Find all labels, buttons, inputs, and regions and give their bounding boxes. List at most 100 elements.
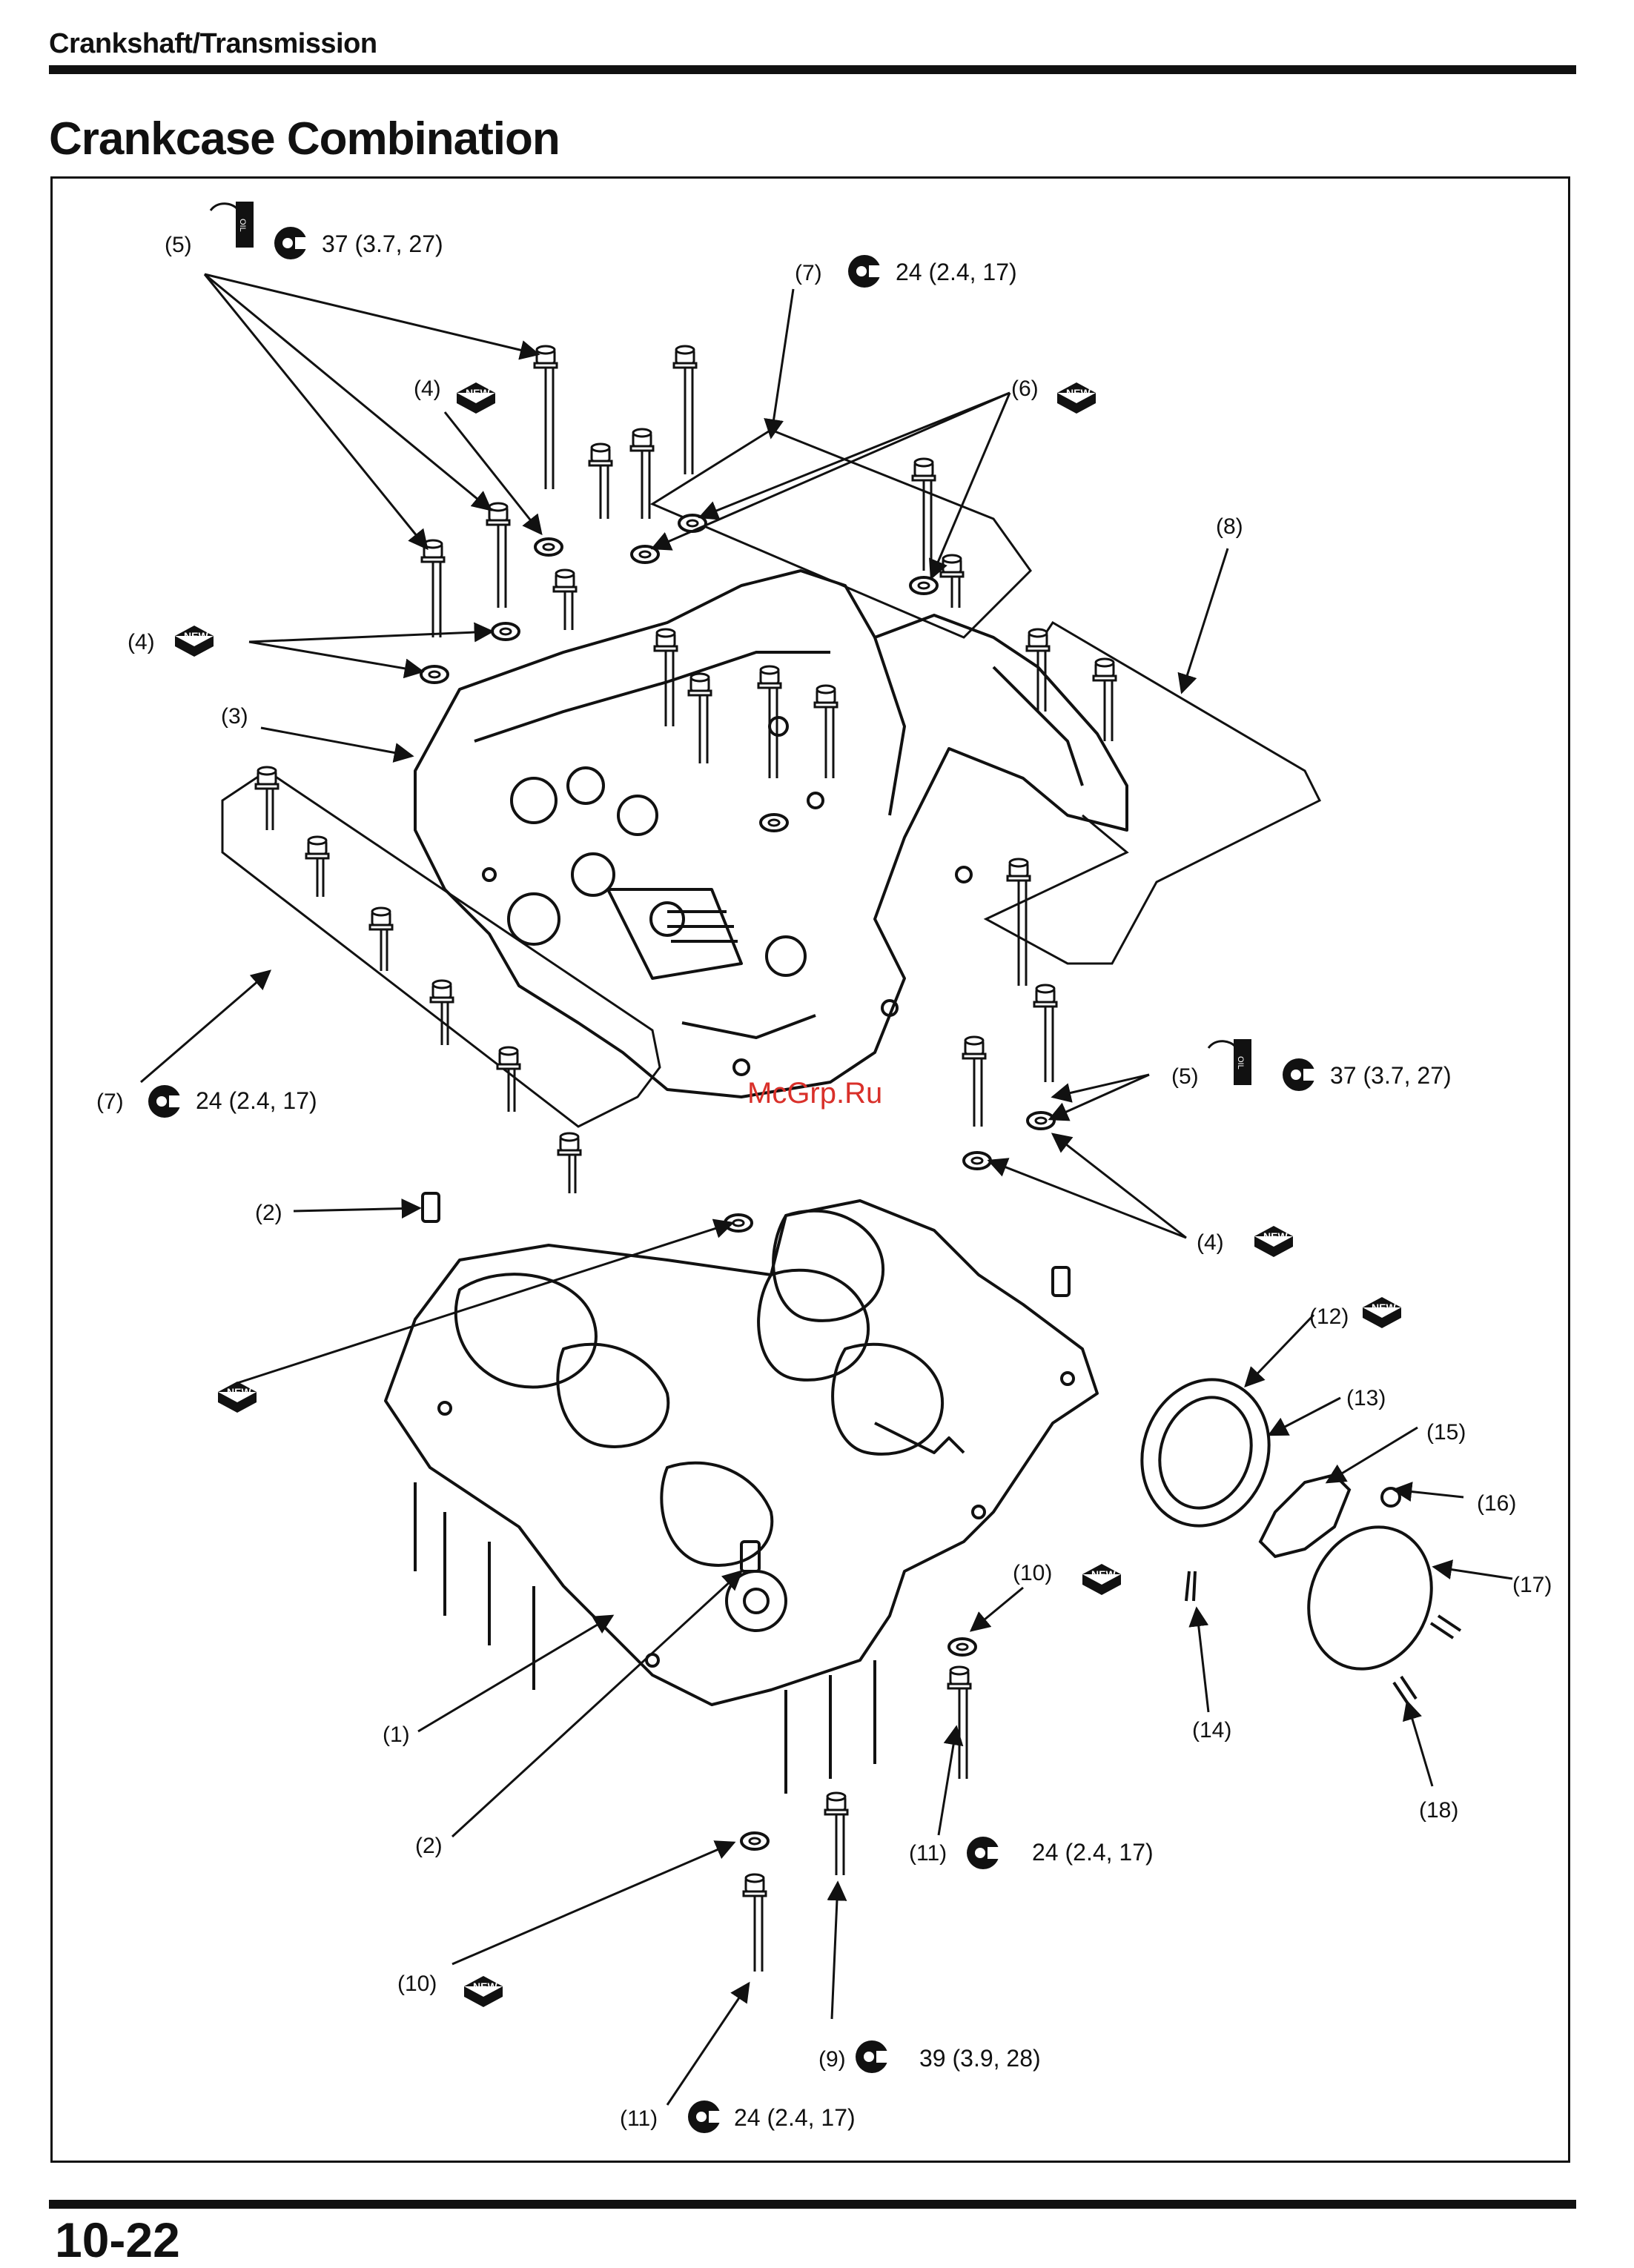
- diagram-frame: [50, 176, 1570, 2163]
- page-number: 10-22: [55, 2212, 180, 2267]
- bolt: [687, 672, 712, 763]
- callout-2: (2): [255, 1201, 282, 1225]
- callout-7: (7): [795, 261, 822, 285]
- bolt: [305, 835, 330, 897]
- callout-9: (9): [818, 2047, 846, 2072]
- washer: [534, 537, 563, 557]
- new-badge-text: NEW: [1372, 1302, 1396, 1313]
- bolt: [653, 628, 678, 726]
- bolt: [254, 766, 280, 830]
- outline-groups: [221, 428, 1322, 1128]
- bolt: [420, 539, 446, 637]
- bolt: [742, 1873, 767, 1972]
- callout-15: (15): [1426, 1420, 1466, 1445]
- bolt: [813, 684, 838, 778]
- callout-5: (5): [165, 233, 192, 257]
- oil-tags: OIL OIL: [209, 202, 1251, 1085]
- bolt: [486, 502, 511, 608]
- callout-2: (2): [415, 1834, 443, 1858]
- new-badges: NEW NEW NEW NEW NEW NEW NEW NEW: [175, 382, 1401, 2007]
- bolt: [629, 428, 655, 519]
- footer-rule: [49, 2200, 1576, 2209]
- bolt: [672, 345, 698, 474]
- oil-tag-text: OIL: [1236, 1056, 1245, 1070]
- bolt: [552, 568, 578, 630]
- oil-tag-text: OIL: [238, 219, 247, 232]
- callout-14: (14): [1192, 1718, 1231, 1743]
- new-badge-text: NEW: [466, 387, 490, 399]
- watermark: McGrp.Ru: [747, 1077, 882, 1110]
- bolt: [939, 554, 965, 608]
- upper-crankcase: [414, 569, 1128, 1098]
- new-badge-text: NEW: [1066, 387, 1091, 399]
- callout-labels: (5) 37 (3.7, 27) (7) 24 (2.4, 17) (4) (6…: [96, 231, 1552, 2131]
- new-badge: NEW: [1363, 1297, 1401, 1328]
- torque-spec: 24 (2.4, 17): [196, 1087, 317, 1114]
- callout-10: (10): [1013, 1561, 1052, 1585]
- torque-spec: 37 (3.7, 27): [322, 231, 443, 257]
- lower-crankcase: [384, 1192, 1099, 1794]
- bolt: [962, 1035, 987, 1127]
- bolt: [368, 906, 394, 971]
- callout-11: (11): [909, 1841, 947, 1866]
- bolt: [824, 1791, 849, 1875]
- bolt: [1092, 657, 1117, 741]
- oil-tag: OIL: [1207, 1039, 1251, 1085]
- new-badge-text: NEW: [184, 630, 208, 642]
- torque-spec: 39 (3.9, 28): [919, 2045, 1041, 2072]
- oil-tag: OIL: [209, 202, 254, 248]
- new-badge: NEW: [457, 382, 495, 414]
- bolt: [1033, 984, 1058, 1082]
- torque-spec: 24 (2.4, 17): [1032, 1839, 1154, 1866]
- washer: [1026, 1111, 1056, 1130]
- callout-5: (5): [1171, 1064, 1199, 1089]
- torque-wrench-icon: [688, 2100, 725, 2133]
- side-cover-assembly: [1140, 1378, 1462, 1706]
- washer: [740, 1831, 770, 1851]
- bolt: [533, 345, 558, 489]
- callout-18: (18): [1419, 1798, 1458, 1823]
- new-badge-text: NEW: [473, 1980, 497, 1992]
- callout-12: (12): [1309, 1304, 1349, 1329]
- callout-7: (7): [96, 1090, 124, 1114]
- bolt: [1025, 628, 1051, 712]
- callout-4: (4): [1197, 1230, 1224, 1255]
- bolts: [254, 345, 1117, 1972]
- callout-1: (1): [383, 1722, 410, 1747]
- callout-16: (16): [1477, 1491, 1516, 1516]
- new-badge: NEW: [1254, 1226, 1293, 1257]
- torque-spec: 24 (2.4, 17): [734, 2104, 856, 2131]
- page-title: Crankcase Combination: [49, 113, 560, 165]
- bolt: [496, 1046, 521, 1112]
- callout-8: (8): [1216, 514, 1243, 539]
- bolt: [588, 442, 613, 519]
- torque-spec: 37 (3.7, 27): [1330, 1062, 1452, 1089]
- callout-6: (6): [1011, 377, 1039, 401]
- callout-4: (4): [414, 377, 441, 401]
- callout-13: (13): [1346, 1386, 1386, 1410]
- torque-wrench-icon: [148, 1085, 185, 1118]
- torque-wrench-icon: [848, 255, 885, 288]
- washers: [420, 514, 1056, 1851]
- torque-wrench-icon: [1283, 1058, 1320, 1091]
- torque-wrench-icon: [274, 227, 311, 259]
- new-badge: NEW: [464, 1976, 503, 2007]
- new-badge-text: NEW: [1263, 1230, 1288, 1242]
- torque-wrench-icon: [856, 2040, 893, 2073]
- leader-lines: [140, 273, 1513, 2106]
- bolt: [911, 457, 936, 571]
- new-badge-text: NEW: [227, 1386, 251, 1398]
- callout-17: (17): [1512, 1573, 1552, 1597]
- callout-11: (11): [620, 2106, 658, 2131]
- washer: [491, 622, 520, 641]
- header-rule: [49, 65, 1576, 74]
- washer: [962, 1151, 992, 1170]
- torque-spec: 24 (2.4, 17): [896, 259, 1017, 285]
- torque-wrench-icon: [967, 1837, 1004, 1869]
- new-badge: NEW: [1082, 1564, 1121, 1595]
- bolt: [429, 979, 454, 1045]
- bolt: [1006, 858, 1031, 986]
- washer: [420, 665, 449, 684]
- callout-3: (3): [221, 704, 248, 729]
